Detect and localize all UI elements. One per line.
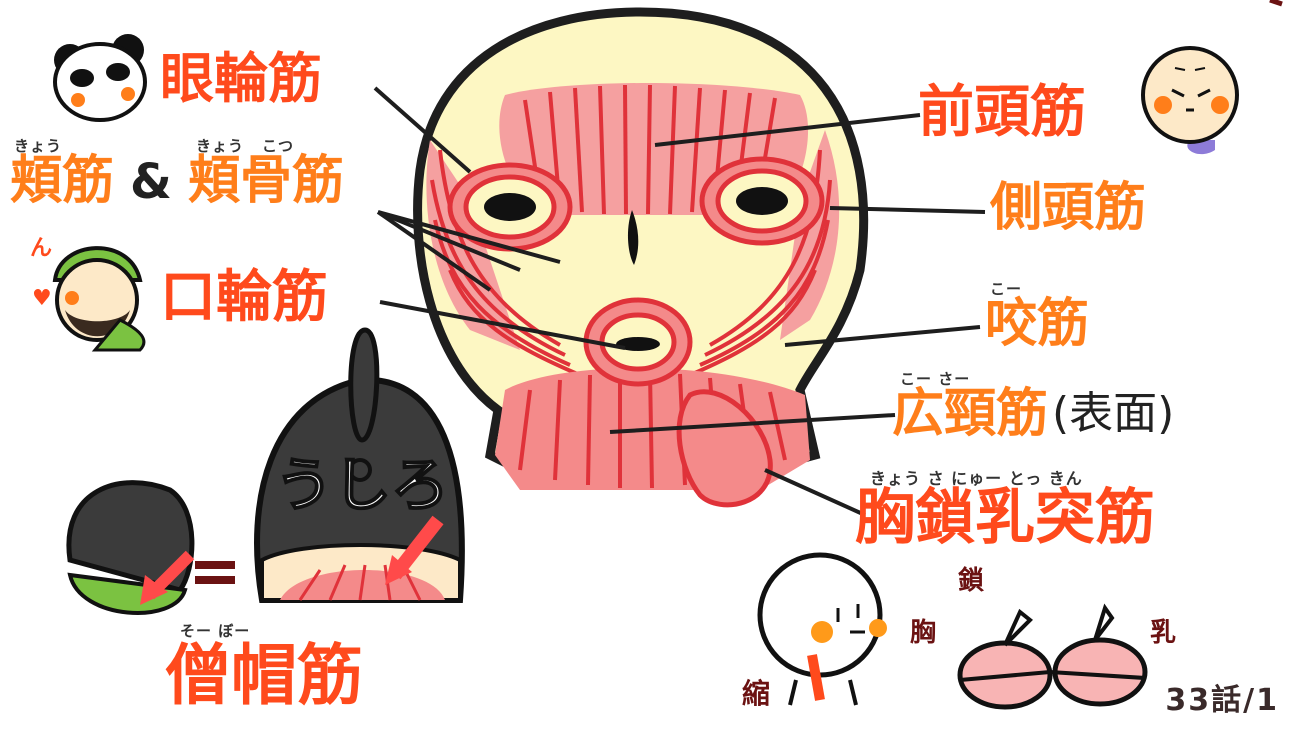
leader-lines bbox=[373, 86, 986, 517]
label-sternocleidomastoid: 胸鎖乳突筋 bbox=[855, 483, 1155, 553]
sa-text: 鎖 bbox=[958, 566, 985, 596]
ruby-kyou-2: きょう bbox=[196, 137, 245, 155]
page-number: 33話/1 bbox=[1165, 683, 1279, 718]
sternocleidomastoid-shape bbox=[676, 389, 773, 508]
label-ampersand: & bbox=[130, 154, 172, 210]
panda-icon bbox=[53, 34, 147, 122]
shrink-text: 縮 bbox=[742, 677, 771, 710]
round-character-icon bbox=[757, 552, 887, 706]
label-trapezius: 僧帽筋 bbox=[165, 637, 363, 714]
ruby-kyou-1: きょう bbox=[14, 137, 63, 155]
left-eye-ring bbox=[447, 162, 573, 252]
right-eye-ring bbox=[699, 156, 825, 246]
kid-back-icon bbox=[66, 480, 235, 615]
back-of-head-illustration: うしろ bbox=[254, 327, 465, 603]
ruby-kou: こー bbox=[990, 280, 1023, 298]
ruby-kousa: こー さー bbox=[900, 370, 971, 388]
ruby-kotsu: こつ bbox=[262, 137, 295, 155]
label-platysma-note: (表面) bbox=[1052, 388, 1175, 439]
label-masseter: 咬筋 bbox=[985, 294, 1090, 354]
label-orbicularis-oculi: 眼輪筋 bbox=[160, 47, 322, 110]
ruby-soubou: そー ぼー bbox=[180, 622, 251, 640]
nose bbox=[627, 210, 639, 265]
bra-doodle-icon bbox=[957, 603, 1148, 710]
nyuu-text: 乳 bbox=[1150, 618, 1177, 648]
label-frontalis: 前頭筋 bbox=[918, 80, 1086, 145]
back-sign-text: うしろ bbox=[275, 451, 449, 519]
label-zygomaticus: 頬骨筋 bbox=[188, 151, 345, 211]
label-platysma: 広頸筋 bbox=[892, 384, 1049, 444]
ruby-sternocleido: きょう さ にゅー とっ きん bbox=[870, 469, 1083, 488]
head-diagram bbox=[413, 7, 869, 508]
label-temporalis: 側頭筋 bbox=[990, 178, 1147, 238]
svg-text:♥: ♥ bbox=[32, 286, 52, 311]
label-zygomatic: 頬筋 bbox=[10, 151, 115, 211]
heart-sound-text: ん bbox=[30, 236, 52, 261]
kyo-text: 胸 bbox=[910, 618, 937, 648]
label-orbicularis-oris: 口輪筋 bbox=[160, 265, 328, 330]
mouth-ring bbox=[583, 297, 693, 387]
old-man-icon bbox=[1141, 46, 1239, 155]
green-cap-character-icon: ん ♥ bbox=[30, 236, 146, 352]
